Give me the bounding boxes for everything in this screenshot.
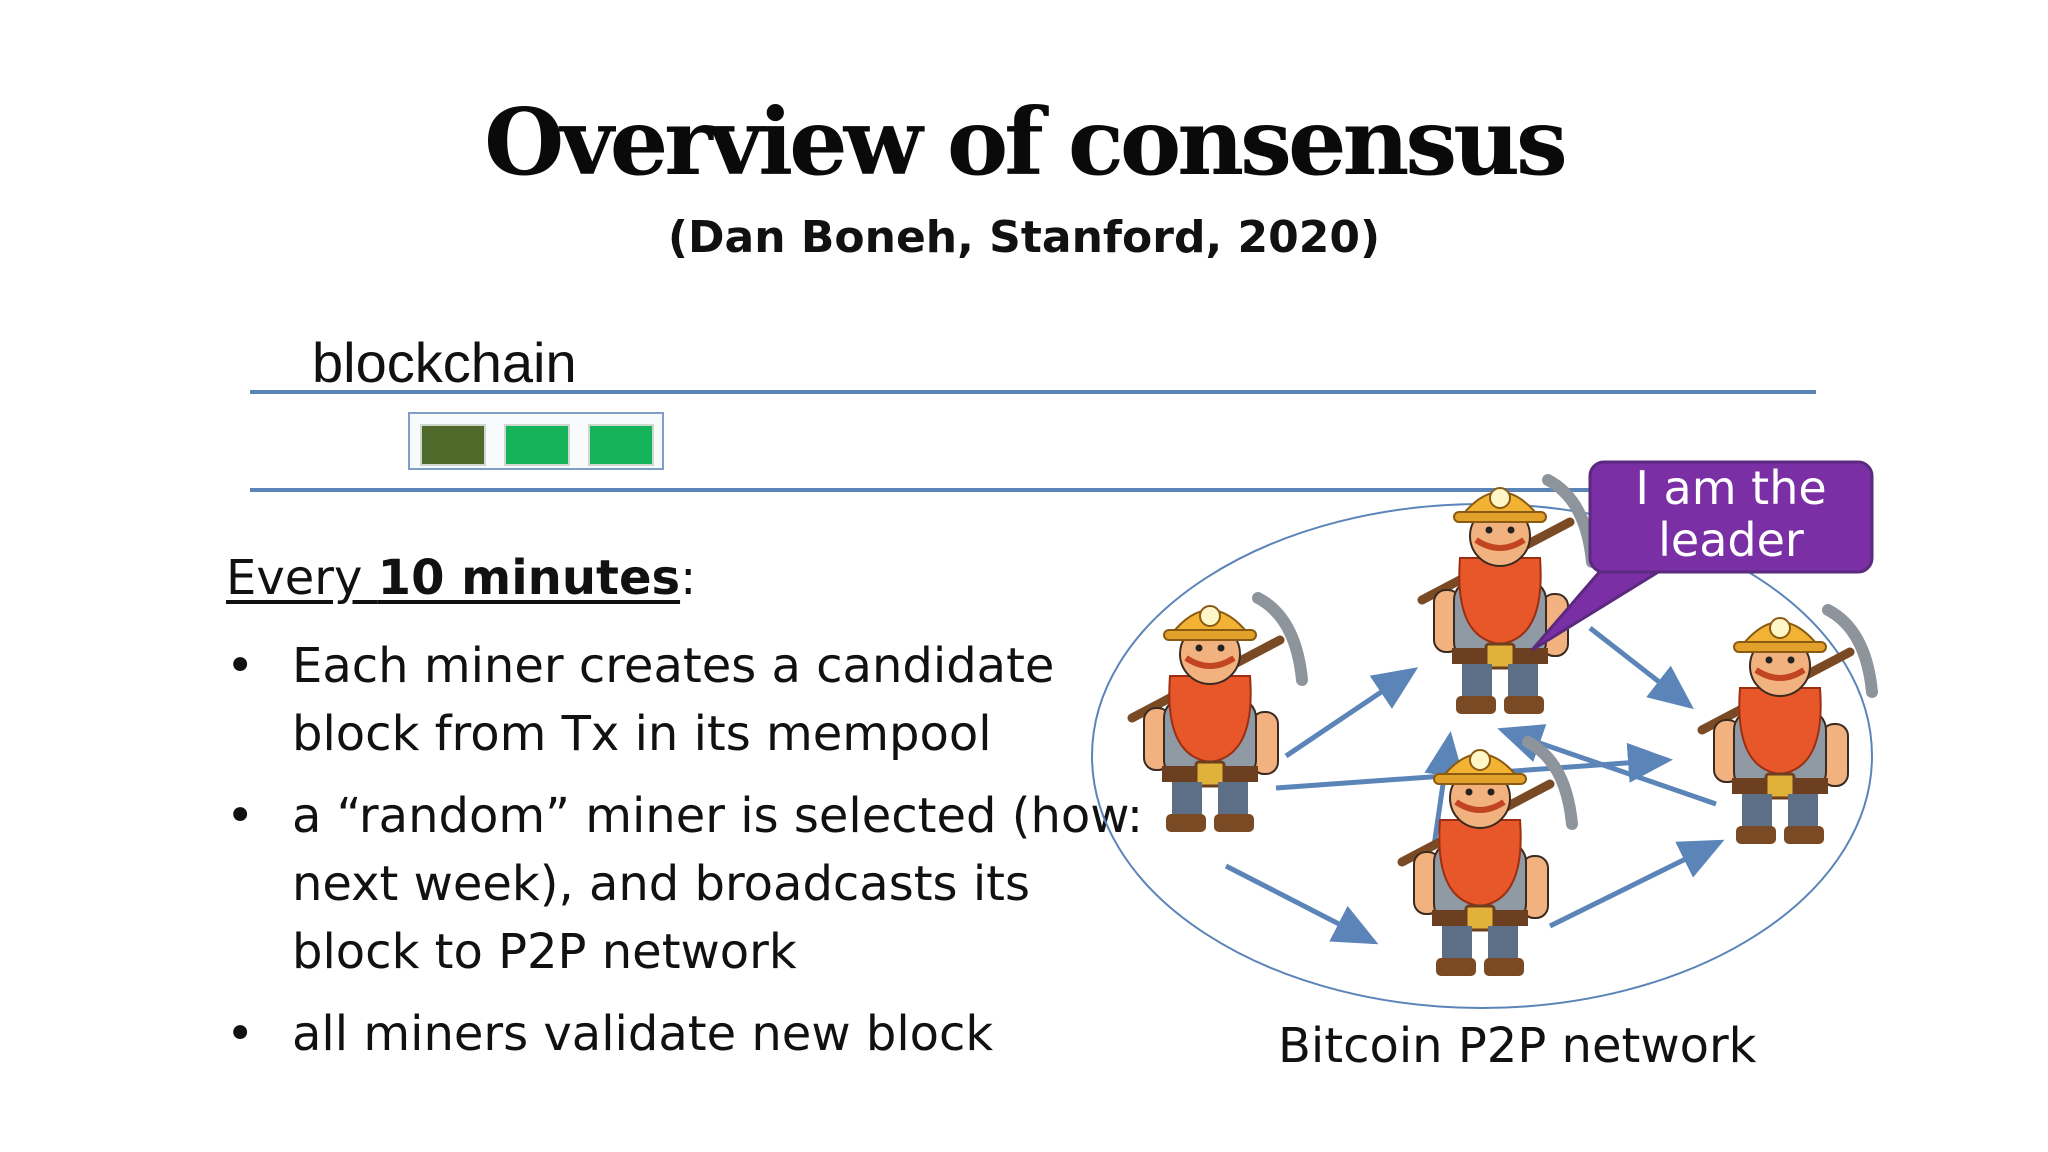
- bullet-dot: •: [226, 788, 255, 844]
- slide-title: Overview of consensus: [484, 88, 1568, 196]
- bullet-text: a “random” miner is selected (how: next …: [292, 788, 1144, 980]
- slide-subtitle: (Dan Boneh, Stanford, 2020): [667, 212, 1381, 263]
- bullet-list: • Each miner creates a candidate block f…: [226, 632, 1143, 1082]
- bullet-dot: •: [226, 1006, 255, 1062]
- block-3: [588, 424, 654, 466]
- block-chain: [408, 412, 664, 470]
- bullet-item: • Each miner creates a candidate block f…: [226, 632, 1092, 768]
- blockchain-top-line: [250, 390, 1816, 394]
- bullet-item: • all miners validate new block: [226, 1000, 1106, 1068]
- arrow: [1548, 839, 1725, 929]
- every-suffix: :: [680, 550, 697, 606]
- every-heading: Every 10 minutes:: [226, 550, 696, 606]
- bubble-box: [1588, 460, 1874, 574]
- block-2: [504, 424, 570, 466]
- arrow: [1588, 626, 1694, 710]
- every-prefix: Every: [226, 550, 378, 606]
- miner-left: [1132, 598, 1302, 832]
- miner-right: [1702, 610, 1872, 844]
- blockchain-bottom-line: [250, 488, 1816, 492]
- miner-top: [1422, 480, 1592, 714]
- leader-speech-bubble: I am the leader: [1530, 460, 1874, 652]
- arrow: [1224, 863, 1379, 945]
- bubble-line-2: leader: [1658, 513, 1804, 567]
- bullet-text: all miners validate new block: [292, 1006, 994, 1062]
- bubble-line-1: I am the: [1635, 461, 1826, 515]
- arrow: [1424, 731, 1465, 847]
- every-bold: 10 minutes: [377, 550, 681, 606]
- bullet-dot: •: [226, 638, 255, 694]
- bullet-item: • a “random” miner is selected (how: nex…: [226, 782, 1172, 986]
- arrow: [1284, 667, 1419, 759]
- blockchain-label: blockchain: [312, 331, 577, 394]
- bullet-text: Each miner creates a candidate block fro…: [292, 638, 1055, 762]
- network-label: Bitcoin P2P network: [1278, 1018, 1757, 1074]
- block-1: [420, 424, 486, 466]
